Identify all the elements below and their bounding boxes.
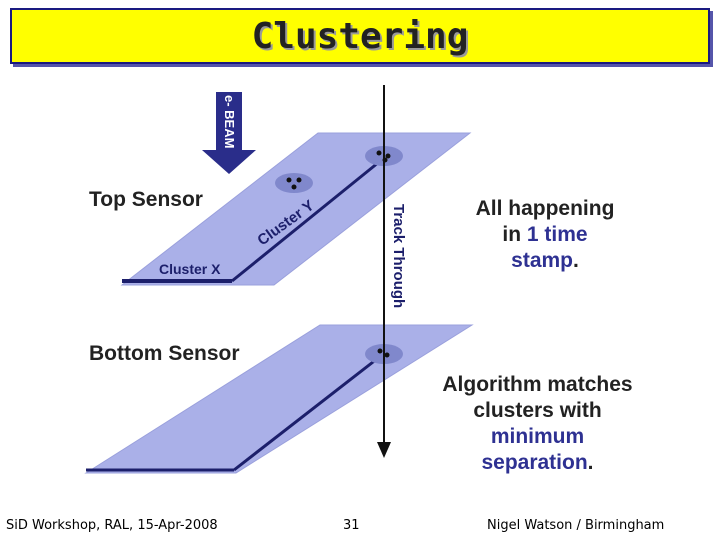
top-sensor-label: Top Sensor	[89, 188, 203, 211]
note2-line1: Algorithm matches	[442, 373, 633, 396]
bottom-sensor-label: Bottom Sensor	[89, 342, 240, 365]
cluster-x-label: Cluster X	[159, 261, 221, 277]
note1-line2-hl: 1 time	[526, 223, 588, 246]
cluster-y-line	[231, 156, 385, 283]
note2-line4-post: .	[587, 451, 594, 474]
track-label: Track Through	[390, 204, 407, 308]
note1-line3-hl: stamp	[511, 249, 573, 272]
title-bar: Clustering	[10, 8, 710, 64]
note1-line3-post: .	[573, 249, 579, 272]
bottom-y-line	[233, 353, 383, 472]
note2-line4-hl: separation	[481, 451, 588, 474]
footer-right: Nigel Watson / Birmingham	[487, 518, 665, 533]
note2-line4: separation.	[420, 450, 655, 476]
slide-title: Clustering	[251, 15, 469, 57]
note1-line2-pre: in	[502, 223, 527, 246]
note1-line1: All happening	[475, 197, 615, 220]
beam-arrow	[202, 92, 256, 174]
note2-line3: minimum	[490, 425, 585, 448]
page-number: 31	[343, 518, 360, 533]
spurious-hit-cluster	[275, 173, 313, 193]
track-arrowhead	[377, 442, 391, 458]
note2-line2: clusters with	[473, 399, 602, 422]
footer-left: SiD Workshop, RAL, 15-Apr-2008	[6, 518, 218, 533]
note1-line3: stamp.	[455, 248, 635, 274]
beam-label: e- BEAM	[222, 95, 237, 148]
timestamp-note: All happening in 1 time stamp.	[455, 196, 635, 274]
note1-line2: in 1 time	[455, 222, 635, 248]
algorithm-note: Algorithm matches clusters with minimum …	[420, 372, 655, 476]
